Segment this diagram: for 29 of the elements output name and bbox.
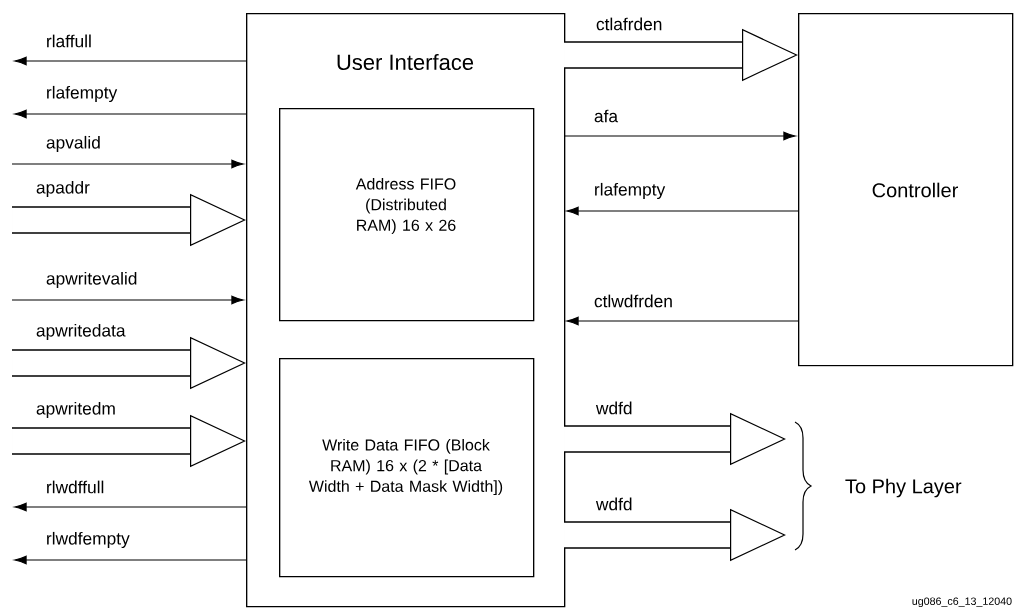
figure-id: ug086_c6_13_12040	[912, 597, 1012, 608]
signal-label: rlaffull	[47, 34, 91, 48]
signal-label: apwritedm	[36, 401, 115, 419]
signal-arrow	[11, 159, 244, 169]
signal-label: apvalid	[46, 135, 100, 153]
signal-arrow	[14, 502, 247, 512]
signal-label: afa	[594, 109, 619, 123]
signal-label: rlwdffull	[47, 480, 104, 494]
signal-label: apwritevalid	[46, 271, 137, 289]
signal-arrow	[566, 206, 799, 216]
signal-label: apwritedata	[36, 323, 126, 341]
controller-box: Controller	[798, 13, 1014, 367]
signal-arrow	[11, 295, 244, 305]
destination-label: To Phy Layer	[845, 478, 962, 498]
signal-label: wdfd	[595, 401, 632, 415]
signal-label: rlwdfempty	[47, 531, 130, 549]
signal-arrow	[14, 56, 247, 66]
signal-arrow	[14, 555, 247, 565]
signal-label: apaddr	[36, 180, 90, 198]
signal-label: rlafempty	[595, 182, 666, 200]
signal-label: ctlafrden	[596, 17, 662, 31]
signal-arrow	[563, 131, 796, 141]
signal-label: rlafempty	[47, 85, 118, 103]
signal-label: ctlwdfrden	[594, 294, 672, 308]
signal-arrow	[14, 109, 247, 119]
fifo-box: Write Data FIFO (Block RAM) 16 x (2 * [Data Width + Data Mask Width])	[279, 358, 535, 578]
fifo-box: Address FIFO (Distributed RAM) 16 x 26	[279, 108, 535, 322]
signal-arrow	[566, 316, 799, 326]
signal-label: wdfd	[595, 497, 632, 511]
